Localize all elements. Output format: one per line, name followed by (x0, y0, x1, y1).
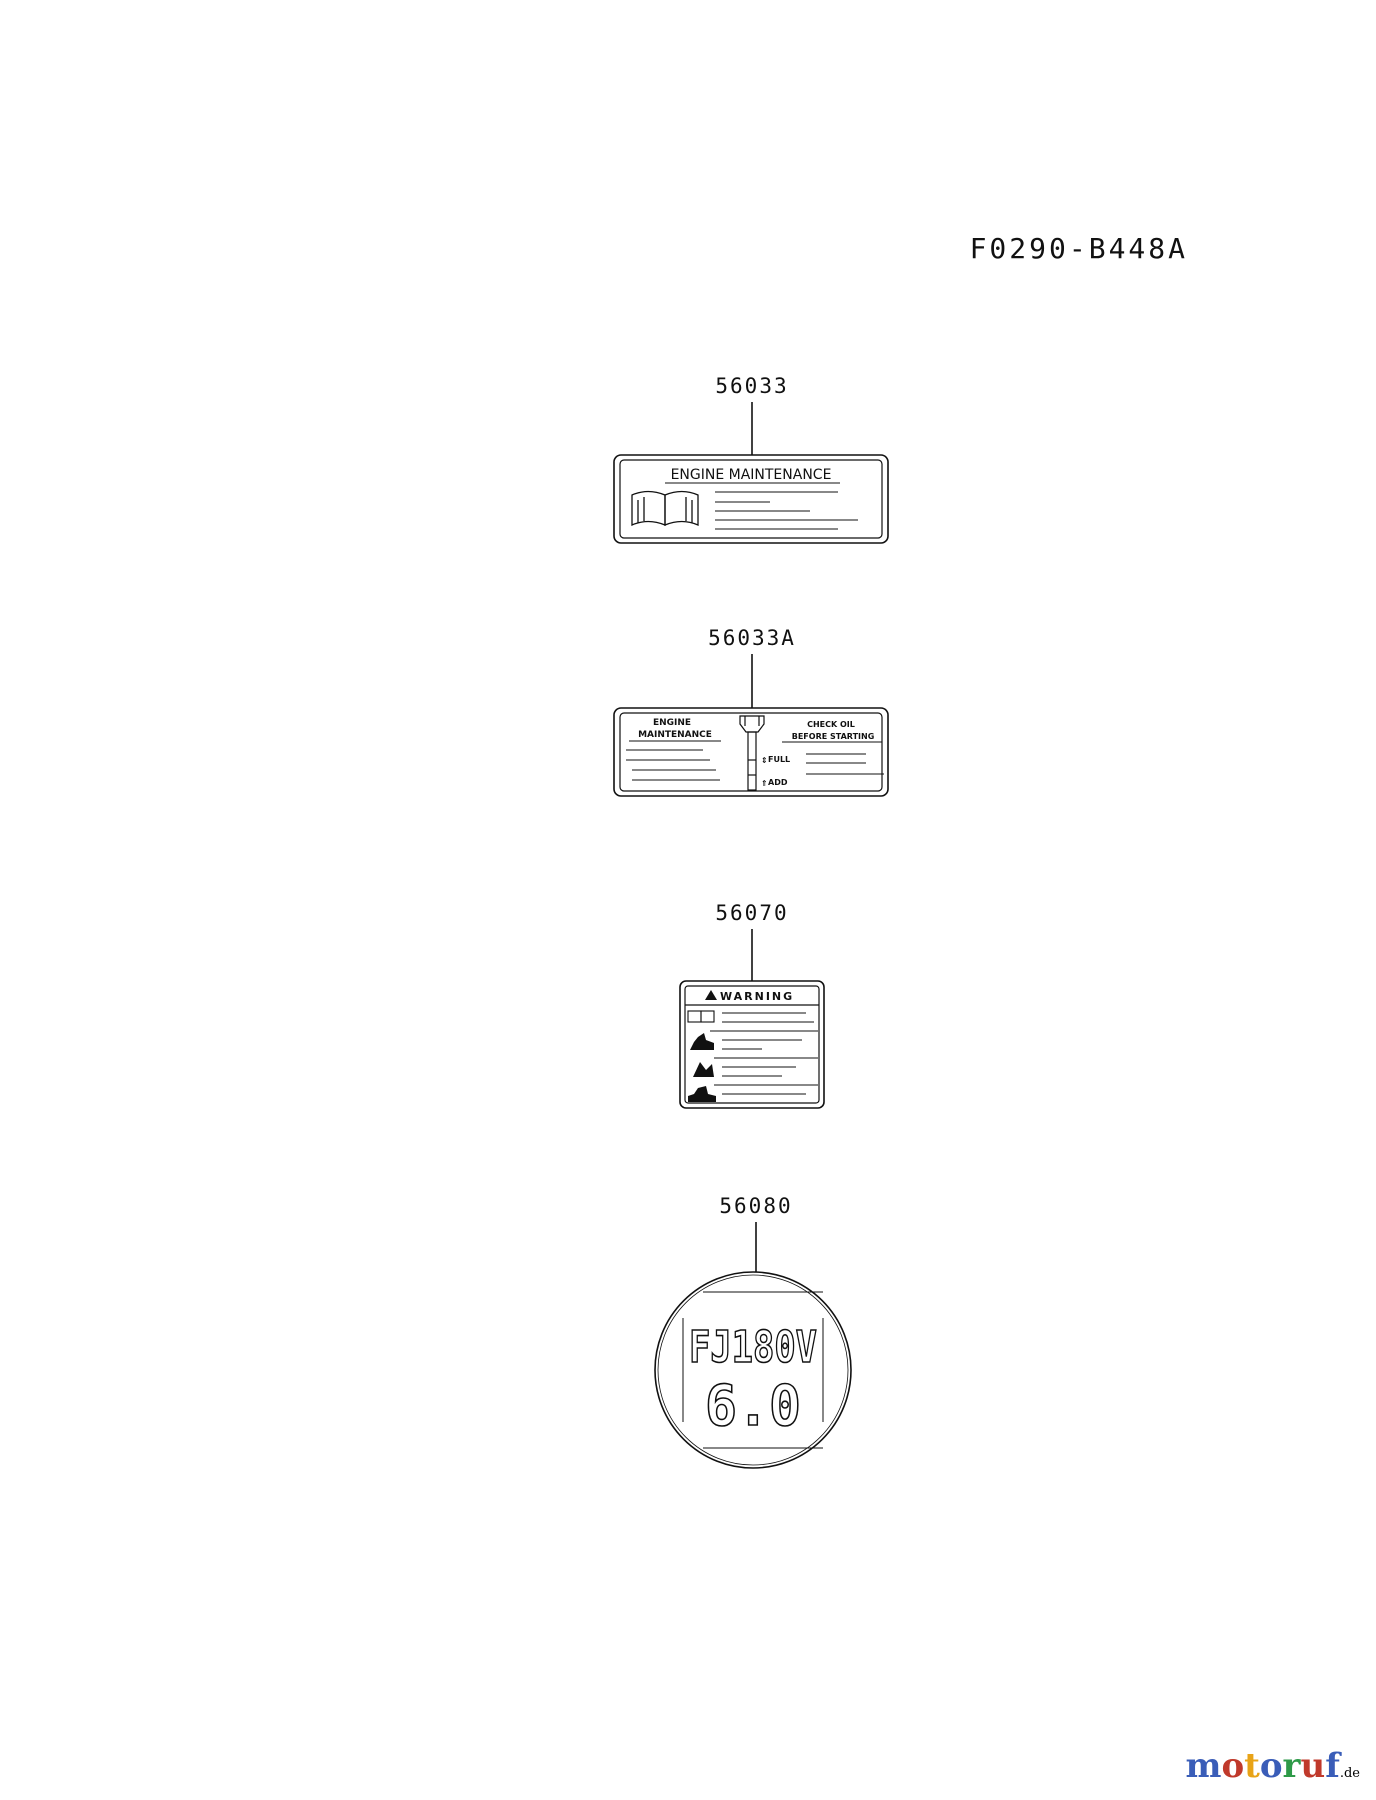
svg-text:ENGINE: ENGINE (653, 718, 691, 728)
watermark-letter: u (1300, 1746, 1326, 1786)
decal-check-oil: ENGINE MAINTENANCE ⇕ FULL ⇑ ADD CHECK OI… (613, 707, 889, 797)
watermark-letter: t (1244, 1746, 1260, 1786)
watermark-letter: r (1282, 1746, 1301, 1786)
svg-text:CHECK OIL: CHECK OIL (807, 720, 855, 729)
watermark-letter: f (1325, 1746, 1340, 1786)
fire-hazard-icon (690, 1033, 714, 1050)
part-number: 56033 (715, 374, 788, 398)
decal-title: ENGINE MAINTENANCE (671, 467, 832, 483)
svg-text:ADD: ADD (768, 778, 788, 787)
part-56080: 56080 FJ180V 6.0 (654, 1194, 852, 1469)
part-number: 56080 (719, 1194, 792, 1218)
svg-text:⇕: ⇕ (761, 756, 768, 765)
part-56070: 56070 WARNING (679, 901, 825, 1109)
watermark-letter: o (1259, 1746, 1283, 1786)
svg-text:BEFORE STARTING: BEFORE STARTING (792, 732, 875, 741)
model-text: FJ180V (689, 1322, 817, 1373)
book-icon (631, 490, 699, 526)
svg-text:MAINTENANCE: MAINTENANCE (638, 730, 712, 740)
dipstick-icon (739, 715, 765, 791)
power-text: 6.0 (705, 1374, 801, 1439)
hot-surface-icon (688, 1086, 716, 1102)
part-number: 56033A (708, 626, 796, 650)
watermark-letter: m (1185, 1746, 1222, 1786)
part-56033: 56033 ENGINE MAINTENANCE (613, 374, 889, 544)
decal-model-badge: FJ180V 6.0 (654, 1271, 852, 1469)
part-56033A: 56033A ENGINE MAINTENANCE ⇕ FULL ⇑ ADD C (613, 626, 889, 797)
svg-text:⇑: ⇑ (761, 779, 768, 788)
decal-warning: WARNING (679, 980, 825, 1109)
book-icon (687, 1010, 715, 1023)
diagram-code: F0290-B448A (970, 232, 1188, 265)
watermark-logo: motoruf.de (1185, 1746, 1360, 1786)
warning-icon (705, 990, 717, 1000)
svg-text:FULL: FULL (768, 755, 790, 764)
gas-hazard-icon (693, 1062, 714, 1077)
decal-engine-maintenance: ENGINE MAINTENANCE (613, 454, 889, 544)
part-number: 56070 (715, 901, 788, 925)
warning-title: WARNING (720, 990, 794, 1003)
watermark-letter: o (1221, 1746, 1245, 1786)
